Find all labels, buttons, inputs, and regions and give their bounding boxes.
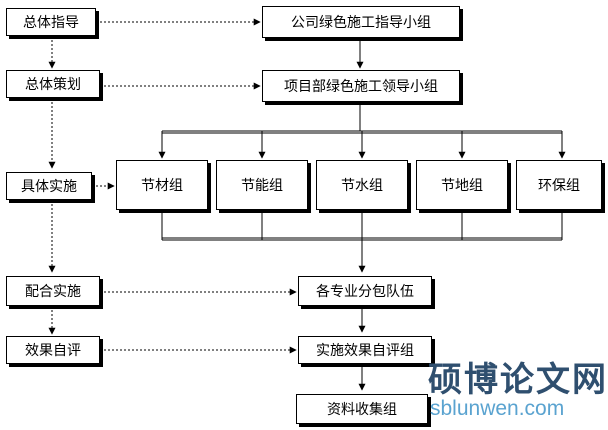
evaluation-group: 实施效果自评组 [298,336,432,364]
project-leadership-group: 项目部绿色施工领导小组 [262,70,460,102]
data-collection-group: 资料收集组 [296,394,428,424]
org-label: 实施效果自评组 [316,343,414,359]
stage-label: 总体指导 [23,15,79,31]
org-label: 资料收集组 [327,402,397,418]
stage-overall-planning: 总体策划 [6,70,100,98]
team-box: 节地组 [416,160,508,210]
stage-overall-guidance: 总体指导 [6,8,96,36]
stage-implementation: 具体实施 [6,172,92,200]
stage-self-evaluation: 效果自评 [6,336,100,364]
team-label: 节材组 [141,178,183,194]
stage-cooperation: 配合实施 [6,276,100,306]
watermark-brand: 硕博论文网 [428,360,608,400]
stage-label: 具体实施 [21,179,77,195]
company-guidance-group: 公司绿色施工指导小组 [262,6,460,38]
subcontractor-teams: 各专业分包队伍 [298,276,432,306]
team-label: 节水组 [341,178,383,194]
team-label: 节地组 [441,178,483,194]
team-box: 节材组 [116,160,208,210]
team-box: 环保组 [516,160,602,210]
org-label: 各专业分包队伍 [316,284,414,300]
team-box: 节能组 [216,160,308,210]
watermark-url: sblunwen.com [430,397,565,420]
stage-label: 效果自评 [25,343,81,359]
team-label: 环保组 [538,178,580,194]
org-label: 项目部绿色施工领导小组 [284,79,438,95]
team-label: 节能组 [241,178,283,194]
stage-label: 配合实施 [25,284,81,300]
stage-label: 总体策划 [25,77,81,93]
org-label: 公司绿色施工指导小组 [291,15,431,31]
team-box: 节水组 [316,160,408,210]
